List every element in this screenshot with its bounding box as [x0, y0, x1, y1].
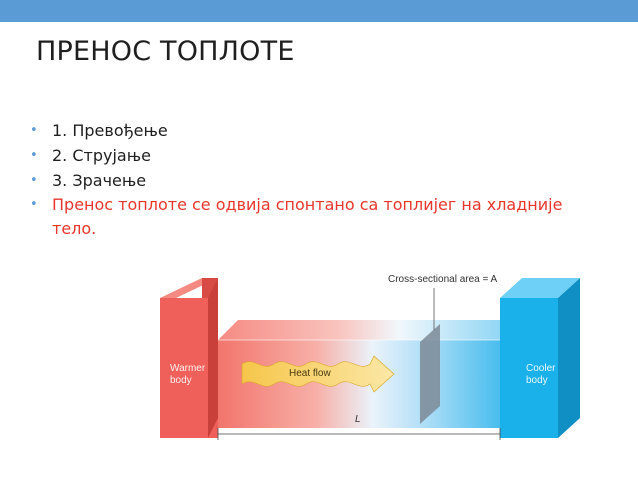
warmer-body-side-face	[208, 278, 218, 438]
bullet-text: 3. Зрачење	[52, 171, 147, 190]
diagram-graphic	[160, 278, 580, 440]
bullet-marker: •	[30, 148, 38, 163]
warmer-body-label: Warmer body	[170, 363, 206, 386]
cross-section-plane	[420, 324, 440, 424]
length-label: L	[355, 414, 361, 425]
bullet-item-radiation: • 3. Зрачење	[30, 168, 610, 193]
bullet-item-convection: • 2. Струјање	[30, 143, 610, 168]
bullet-text: Пренос топлоте се одвија спонтано са топ…	[52, 195, 563, 238]
slide-title: ПРЕНОС ТОПЛОТЕ	[36, 36, 295, 67]
bullet-item-conduction: • 1. Превођење	[30, 118, 610, 143]
cooler-body-label: Cooler body	[526, 363, 556, 386]
bullet-text: 2. Струјање	[52, 146, 151, 165]
cooler-body-front	[500, 298, 558, 438]
bar-top-face	[218, 320, 520, 340]
cooler-body-side	[558, 278, 580, 438]
bullet-marker: •	[30, 197, 38, 212]
bullet-list: • 1. Превођење • 2. Струјање • 3. Зрачењ…	[30, 118, 610, 241]
cooler-body-top	[500, 278, 580, 298]
cross-section-label: Cross-sectional area = A	[388, 274, 498, 285]
bullet-item-statement: • Пренос топлоте се одвија спонтано са т…	[30, 193, 610, 241]
heat-conduction-diagram: Warmer body Cooler body Heat flow Cross-…	[150, 268, 590, 458]
bullet-marker: •	[30, 123, 38, 138]
heat-flow-arrow	[241, 355, 395, 393]
heat-flow-label: Heat flow	[289, 368, 331, 379]
bullet-text: 1. Превођење	[52, 121, 168, 140]
top-accent-bar	[0, 0, 638, 22]
bullet-marker: •	[30, 173, 38, 188]
